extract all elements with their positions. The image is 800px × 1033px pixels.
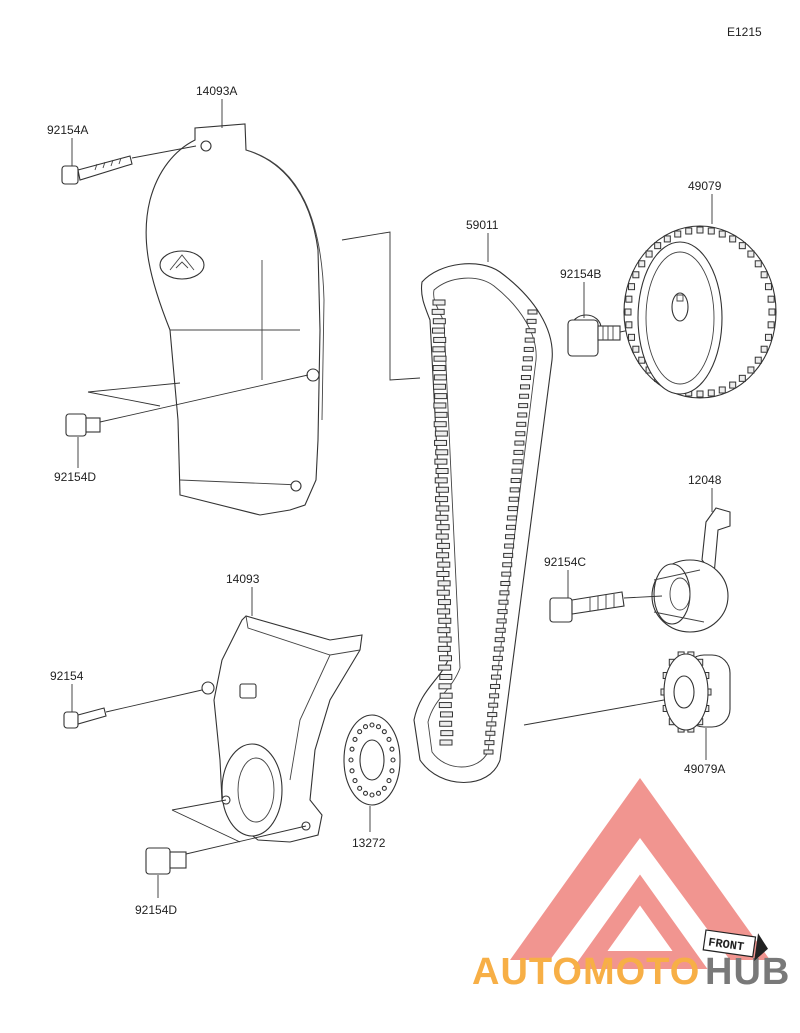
label-92154B: 92154B: [560, 267, 601, 281]
plate-holes: [348, 722, 396, 798]
cam-pulley[interactable]: [623, 225, 777, 399]
bolt-92154D-upper[interactable]: [65, 413, 101, 437]
label-92154D-lower: 92154D: [135, 903, 177, 917]
upper-timing-cover[interactable]: [145, 123, 325, 516]
bolt-92154[interactable]: [63, 707, 107, 729]
watermark-text-gray: HUB: [705, 951, 790, 993]
label-12048: 12048: [688, 473, 722, 487]
timing-belt[interactable]: [413, 263, 553, 783]
brand-emblem-icon: [159, 250, 205, 280]
crank-pulley[interactable]: [660, 651, 731, 733]
front-arrow-icon: [754, 933, 768, 962]
diagram-code: E1215: [727, 25, 762, 39]
bolt-92154A[interactable]: [61, 155, 133, 185]
watermark-logo: AUTOMOTO HUB: [472, 778, 790, 993]
bolt-92154D-lower[interactable]: [145, 847, 187, 875]
belt-teeth: [431, 299, 538, 755]
plate-13272[interactable]: [343, 714, 401, 806]
label-92154A: 92154A: [47, 123, 88, 137]
front-badge-text: FRONT: [707, 936, 745, 955]
label-14093A: 14093A: [196, 84, 237, 98]
label-92154D-upper: 92154D: [54, 470, 96, 484]
lower-timing-cover[interactable]: [201, 615, 363, 843]
label-13272: 13272: [352, 836, 386, 850]
bolt-92154B[interactable]: [567, 314, 621, 357]
front-direction-badge: FRONT: [702, 929, 768, 962]
bolt-92154C[interactable]: [549, 591, 625, 623]
label-92154: 92154: [50, 669, 84, 683]
watermark-text-orange: AUTOMOTO: [472, 951, 700, 993]
label-49079A: 49079A: [684, 762, 725, 776]
label-14093: 14093: [226, 572, 260, 586]
label-49079: 49079: [688, 179, 722, 193]
label-92154C: 92154C: [544, 555, 586, 569]
belt-tensioner[interactable]: [651, 507, 731, 633]
label-59011: 59011: [466, 218, 499, 232]
